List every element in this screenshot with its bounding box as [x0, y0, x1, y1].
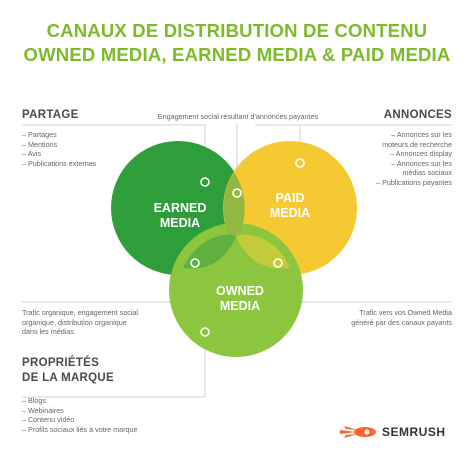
- paid-owned-lens: [236, 234, 290, 269]
- earned-paid-lens: [223, 175, 245, 243]
- earned-label-2: MEDIA: [160, 216, 200, 230]
- top-note: Engagement social résultant d'annonces p…: [157, 112, 319, 121]
- list-item: – Profils sociaux liés à votre marque: [22, 424, 138, 434]
- marker-paid-owned: [273, 258, 283, 268]
- list-item: – Webinaires: [22, 405, 64, 415]
- list-item: moteurs de recherche: [382, 139, 452, 149]
- list-item: médias sociaux: [402, 168, 452, 178]
- proprietes-heading: PROPRIÉTÉS DE LA MARQUE: [22, 356, 114, 386]
- list-item: – Blogs: [22, 396, 46, 405]
- marker-paid: [295, 158, 305, 168]
- proprietes-heading-line-1: PROPRIÉTÉS: [22, 357, 100, 369]
- list-item: – Annonces sur les: [391, 130, 452, 139]
- proprietes-list: – Blogs – Webinaires – Contenu vidéo – P…: [22, 396, 137, 434]
- right-note-line: Trafic vers vos Owned Media: [359, 308, 452, 317]
- list-item: – Publications payantes: [376, 177, 452, 187]
- list-item: – Mentions: [22, 139, 58, 149]
- list-item: – Partages: [22, 130, 57, 139]
- list-item: – Annonces sur les: [391, 158, 452, 168]
- earned-label-1: EARNED: [154, 201, 207, 215]
- title-line-2: OWNED MEDIA, EARNED MEDIA & PAID MEDIA: [23, 44, 451, 65]
- left-note-line: dans les médias: [22, 327, 74, 337]
- partage-list: – Partages – Mentions – Avis – Publicati…: [22, 130, 96, 168]
- marker-earned-owned: [190, 258, 200, 268]
- marker-owned: [200, 327, 210, 337]
- owned-label-2: MEDIA: [220, 299, 260, 313]
- semrush-logo: SEMRUSH: [382, 425, 446, 439]
- marker-earned: [200, 177, 210, 187]
- list-item: – Annonces display: [390, 149, 452, 159]
- semrush-logo-icon: [340, 426, 376, 438]
- list-item: – Publications externes: [22, 158, 97, 168]
- paid-label-2: MEDIA: [270, 206, 310, 220]
- annonces-list: – Annonces sur les moteurs de recherche …: [376, 130, 452, 188]
- left-note: Trafic organique, engagement social orga…: [22, 308, 138, 337]
- annonces-heading: ANNONCES: [383, 109, 452, 121]
- earned-owned-lens: [183, 234, 236, 269]
- right-note: Trafic vers vos Owned Media généré par d…: [351, 308, 452, 327]
- partage-heading: PARTAGE: [22, 109, 79, 121]
- owned-label-1: OWNED: [216, 284, 264, 298]
- list-item: – Avis: [22, 149, 42, 159]
- right-note-line: généré par des canaux payants: [351, 317, 452, 327]
- paid-label-1: PAID: [276, 191, 305, 205]
- list-item: – Contenu vidéo: [22, 415, 75, 425]
- proprietes-heading-line-2: DE LA MARQUE: [22, 372, 114, 384]
- title-line-1: CANAUX DE DISTRIBUTION DE CONTENU: [46, 20, 428, 41]
- left-note-line: organique, distribution organique: [22, 317, 127, 327]
- marker-earned-paid: [232, 188, 242, 198]
- left-note-line: Trafic organique, engagement social: [22, 308, 138, 317]
